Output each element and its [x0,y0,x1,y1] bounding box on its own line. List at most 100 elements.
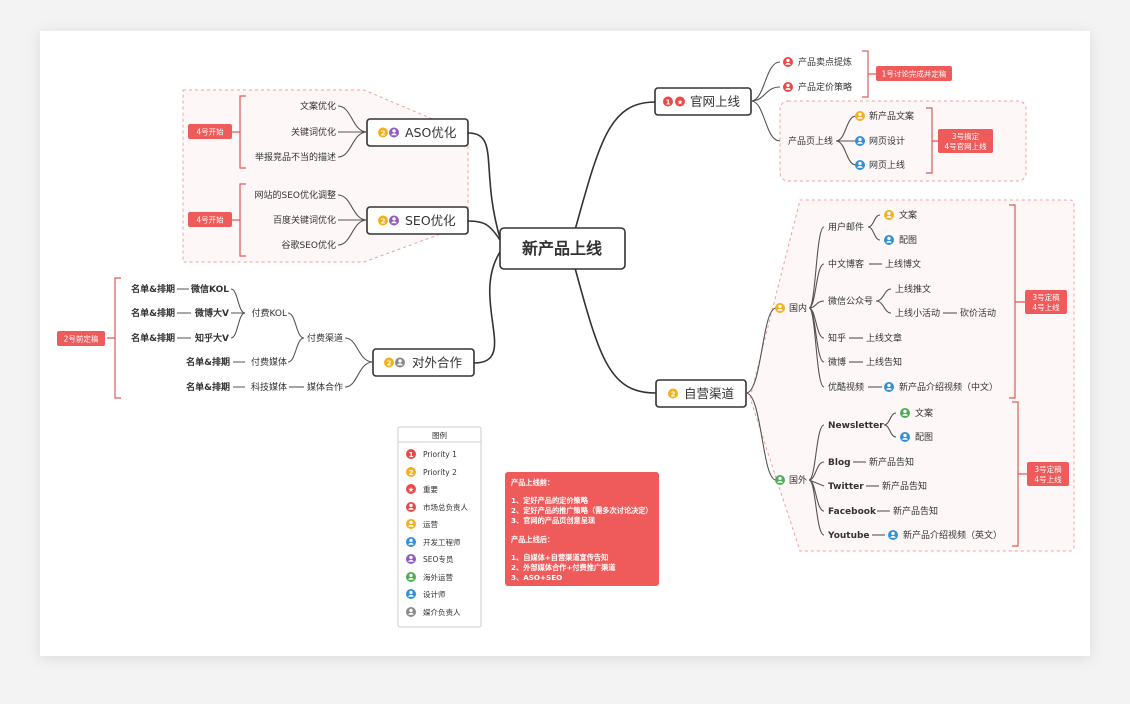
link-own-groups [745,307,777,481]
domestic-label: 国内 [789,302,807,314]
link-lists [177,288,245,388]
link-page-items [835,115,857,166]
priority-2-icon [378,127,388,138]
kol-item-1: 微信KOL [190,283,229,295]
overseas-ops-icon [900,408,910,418]
aso-note-text: 4号开始 [196,127,224,137]
svg-text:2: 2 [381,130,386,138]
legend-item-9: 设计师 [423,589,446,599]
kol-item-3: 知乎大V [194,332,229,344]
newsletter-label: Newsletter [828,421,884,431]
list-label-2: 名单&排期 [131,307,175,319]
operations-icon [884,210,894,220]
kol-item-2: 微博大V [194,307,229,319]
overseas-label: 国外 [789,474,807,486]
legend-item-7: SEO专员 [423,554,454,564]
link-center-official [574,101,656,231]
summary-note: 产品上线前： 1、定好产品的定价策略 2、定好产品的推广策略（需多次讨论决定） … [505,472,659,586]
aso-item-3: 举报竞品不当的描述 [255,151,336,163]
overseas-ops-icon [775,475,785,485]
designer-icon [884,235,894,245]
page-launch-zone [779,100,1027,182]
twitter-label: Twitter [828,482,864,492]
paid-channel-label: 付费渠道 [307,332,343,344]
seo-item-1: 网站的SEO优化调整 [255,189,336,201]
list-label-5: 名单&排期 [186,381,230,393]
legend: 图例 1 Priority 1 2 Priority 2 ★ 重要 市场总负责人… [397,426,482,628]
operations-icon [775,303,785,313]
facebook-label: Facebook [828,507,877,517]
list-label-3: 名单&排期 [131,332,175,344]
domestic-note-line1: 3号定稿 [1032,292,1060,302]
tech-media-label: 科技媒体 [251,381,287,393]
zhihu-label: 知乎 [828,332,846,344]
svg-text:2: 2 [409,469,414,477]
seo-note [188,212,232,227]
link-official-items [750,61,781,142]
seo-icon [406,554,416,564]
svg-text:★: ★ [408,486,414,494]
developer-icon [855,160,865,170]
zhihu-item: 上线文章 [866,332,902,344]
summary-before-1: 1、定好产品的定价策略 [511,496,589,505]
link-seo-items [337,194,368,246]
aso-item-2: 关键词优化 [291,126,336,138]
page-item-2: 网页设计 [869,135,905,147]
weibo-item: 上线告知 [866,356,902,368]
overseas-ops-icon [406,572,416,582]
market-lead-icon [783,57,793,67]
link-wechat-items [875,288,892,314]
aso-bracket [232,95,246,169]
domestic-bracket [1009,204,1025,399]
domestic-note-line2: 4号上线 [1032,302,1060,312]
aso-title: ASO优化 [405,125,457,140]
center-title: 新产品上线 [522,239,602,258]
paid-kol-label: 付费KOL [251,307,287,319]
twitter-item: 新产品告知 [882,480,927,492]
legend-item-8: 海外运营 [423,572,453,582]
domestic-note [1025,290,1067,314]
center-node[interactable] [499,227,626,270]
official-item-2: 产品定价策略 [798,81,852,93]
legend-item-1: Priority 1 [423,450,457,459]
list-label-1: 名单&排期 [131,283,175,295]
seo-bracket [232,183,246,257]
cn-blog-item: 上线博文 [885,258,921,270]
summary-before-title: 产品上线前： [511,478,554,487]
media-coop-label: 媒体合作 [307,381,343,393]
aso-item-1: 文案优化 [300,100,336,112]
priority-1-icon [663,96,673,107]
designer-icon [884,382,894,392]
overseas-note [1027,462,1069,486]
legend-item-5: 运营 [423,519,438,529]
seo-note-text: 4号开始 [196,215,224,225]
priority-2-icon [668,388,678,399]
page-item-1: 新产品文案 [869,110,914,122]
operations-icon [406,519,416,529]
summary-after-1: 1、自媒体+自营渠道宣传告知 [511,553,608,562]
operations-icon [855,111,865,121]
seo-icon [389,215,399,226]
official-item-1: 产品卖点提炼 [798,56,852,68]
page-note-line2: 4号官网上线 [944,141,987,151]
svg-text:1: 1 [666,99,671,107]
legend-item-3: 重要 [423,485,438,494]
priority-2-icon [378,215,388,226]
aso-seo-zone [182,89,469,263]
legend-item-6: 开发工程师 [423,537,461,547]
wechat-sub-item: 砍价活动 [960,307,996,319]
designer-icon [900,432,910,442]
newsletter-item-2: 配图 [915,432,933,443]
own-title: 自营渠道 [684,386,735,401]
link-domestic-items [808,226,825,388]
summary-after-2: 2、外部媒体合作+付费推广渠道 [511,563,616,572]
link-center-external [473,251,501,364]
official-title: 官网上线 [690,94,741,109]
email-label: 用户邮件 [828,221,864,233]
external-title: 对外合作 [412,355,463,370]
external-bracket [107,277,121,399]
summary-after-title: 产品上线后： [511,535,554,544]
email-item-1: 文案 [899,209,917,221]
email-item-2: 配图 [899,235,917,246]
seo-item-3: 谷歌SEO优化 [282,239,336,251]
